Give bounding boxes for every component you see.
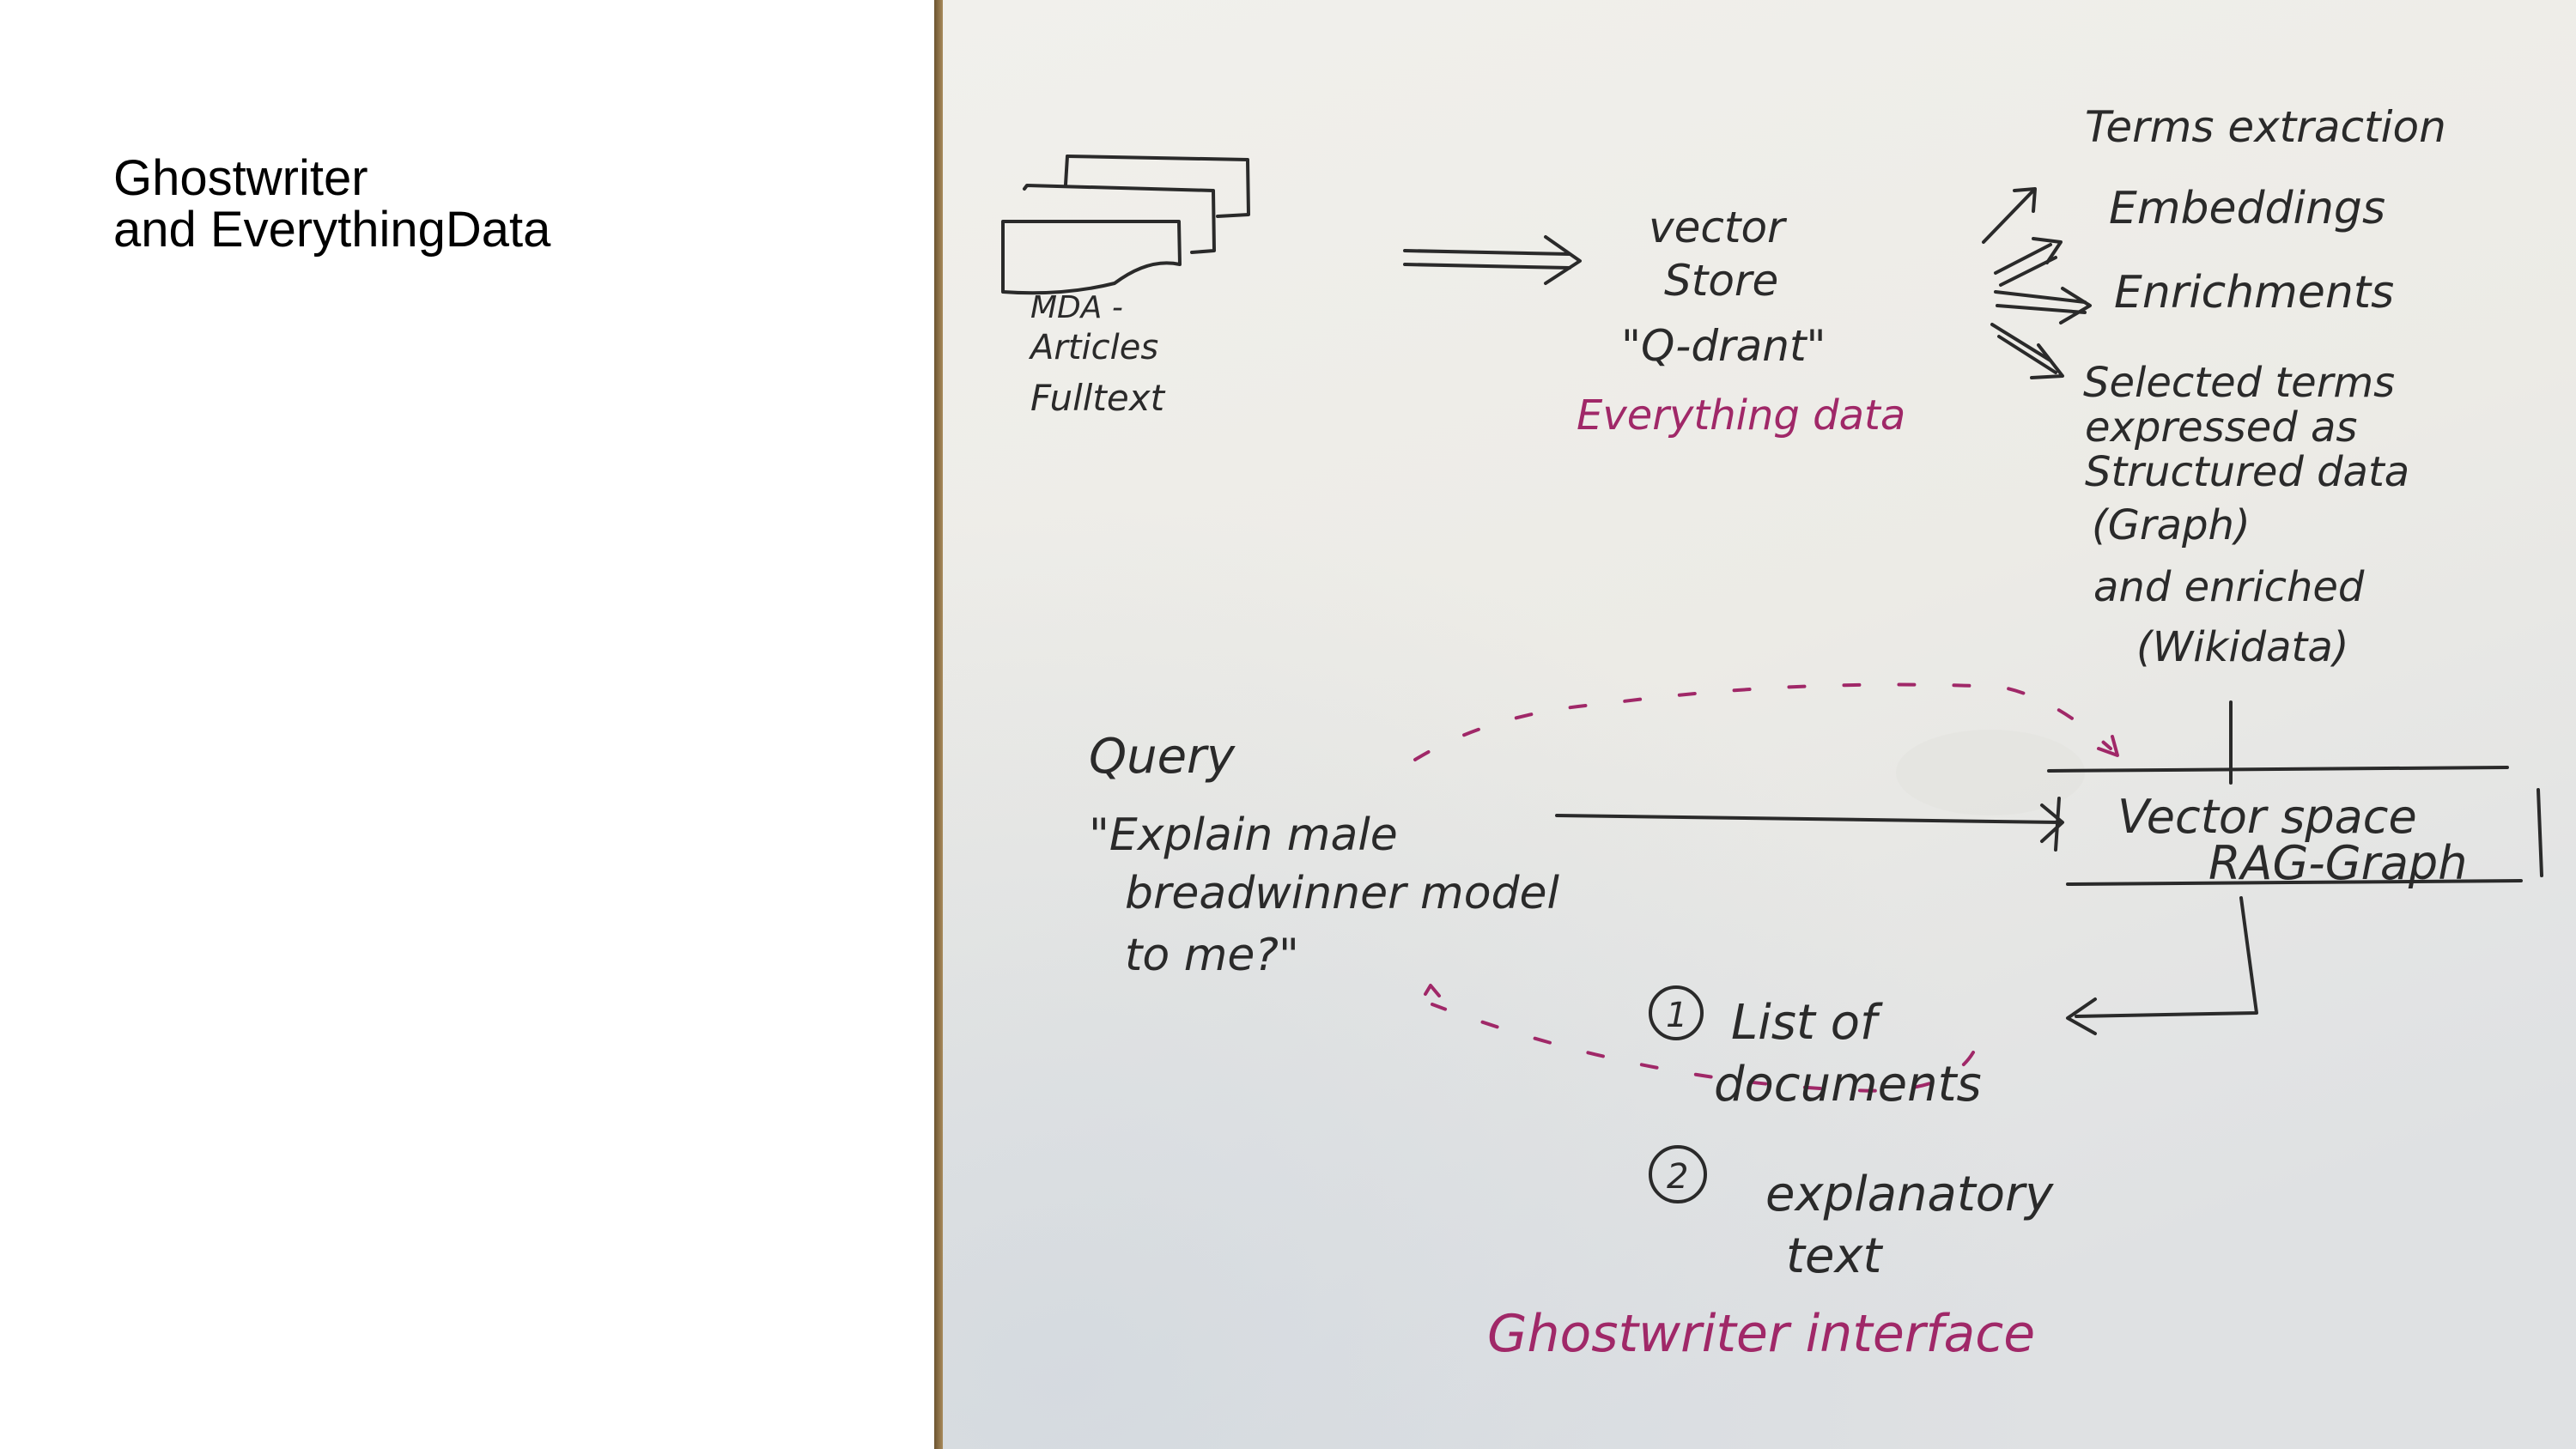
result-2-line-2: text — [1786, 1228, 1884, 1284]
sketch-drawing: MDA - Articles Fulltext vector Store "Q-… — [934, 0, 2576, 1449]
source-line-1: MDA - — [1030, 290, 1123, 325]
result-2: 2 explanatory text — [1649, 1145, 2054, 1284]
structured-line-2: expressed as — [2085, 403, 2357, 452]
structured-line-6: (Wikidata) — [2136, 623, 2349, 671]
query-line-2: breadwinner model — [1125, 868, 1560, 919]
structured-line-1: Selected terms — [2083, 359, 2395, 407]
stacked-documents-icon — [1001, 155, 1250, 295]
structured-line-4: (Graph) — [2092, 501, 2251, 549]
paper-edge — [934, 0, 943, 1449]
result-1: 1 List of documents — [1649, 985, 1982, 1113]
result-1-number: 1 — [1666, 996, 1687, 1035]
vector-space-line-1: Vector space — [2117, 790, 2417, 844]
vector-space-box — [2047, 766, 2543, 886]
query-heading: Query — [1089, 729, 1236, 785]
arrow-query-to-space-icon — [1555, 797, 2064, 852]
output-arrows-icon — [1982, 187, 2092, 379]
structured-line-3: Structured data — [2085, 448, 2409, 496]
source-line-3: Fulltext — [1030, 377, 1166, 419]
arrow-space-to-results-icon — [2066, 896, 2258, 1035]
double-arrow-to-store-icon — [1403, 235, 1582, 285]
source-line-2: Articles — [1028, 328, 1158, 367]
interface-label: Ghostwriter interface — [1487, 1304, 2035, 1364]
number-circle-1-icon — [1649, 985, 1704, 1040]
query-line-3: to me?" — [1125, 930, 1299, 981]
vector-space-line-2: RAG-Graph — [2208, 836, 2467, 890]
output-enrichments: Enrichments — [2114, 267, 2394, 318]
whiteboard-photo: MDA - Articles Fulltext vector Store "Q-… — [934, 0, 2576, 1449]
paper-shadow — [934, 0, 2576, 1449]
output-terms-extraction: Terms extraction — [2085, 102, 2446, 152]
structured-line-5: and enriched — [2093, 563, 2365, 611]
output-embeddings: Embeddings — [2109, 183, 2385, 234]
query-line-1: "Explain male — [1089, 809, 1398, 861]
slide-title: Ghostwriter and EverythingData — [113, 153, 550, 256]
store-label: Everything data — [1577, 391, 1905, 440]
dashed-arc-bottom — [1424, 984, 1975, 1093]
store-line-2: Store — [1664, 256, 1778, 306]
result-2-number: 2 — [1667, 1157, 1688, 1197]
result-1-line-1: List of — [1731, 995, 1883, 1051]
paper-crease — [1896, 730, 2085, 815]
slide-title-line-1: Ghostwriter — [113, 150, 368, 206]
result-2-line-1: explanatory — [1765, 1167, 2054, 1222]
slide-title-line-2: and EverythingData — [113, 202, 551, 258]
dashed-arc-top — [1413, 682, 2119, 761]
store-line-1: vector — [1649, 203, 1788, 252]
result-1-line-2: documents — [1714, 1057, 1982, 1113]
store-line-3: "Q-drant" — [1621, 321, 1826, 371]
number-circle-2-icon — [1649, 1145, 1707, 1203]
